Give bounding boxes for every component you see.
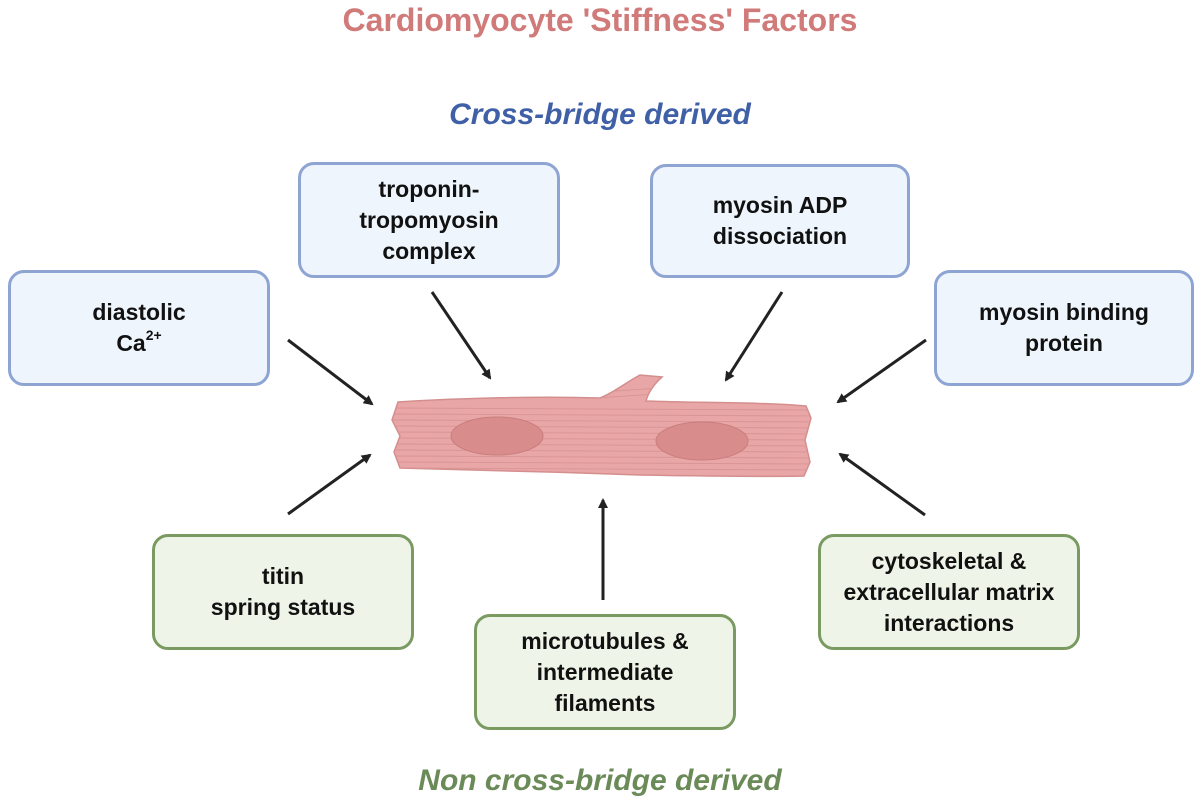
factor-titin-line-2: spring status bbox=[210, 594, 356, 620]
factor-cytoskeletal-line-3: interactions bbox=[883, 609, 1015, 636]
section-label-cross-bridge: Cross-bridge derived bbox=[449, 98, 751, 131]
ca-symbol: Ca bbox=[116, 330, 146, 356]
factor-microtubules-line-3: filaments bbox=[554, 689, 656, 716]
nucleus-right bbox=[655, 421, 749, 461]
cell-body bbox=[391, 374, 812, 478]
factor-troponin-line-2: tropomyosin bbox=[359, 206, 499, 233]
arrow-cytoskeletal bbox=[838, 452, 926, 517]
factor-microtubules-line-1: microtubules & bbox=[521, 627, 689, 654]
nucleus-left bbox=[450, 416, 544, 456]
factor-troponin-line-3: complex bbox=[382, 237, 476, 264]
section-label-non-cross-bridge: Non cross-bridge derived bbox=[418, 764, 782, 797]
factor-myosin-binding-line-1: myosin binding bbox=[979, 299, 1149, 325]
factor-cytoskeletal-line-2: extracellular matrix bbox=[843, 578, 1055, 605]
factor-troponin-line-1: troponin- bbox=[378, 175, 480, 202]
diagram-title: Cardiomyocyte 'Stiffness' Factors bbox=[342, 2, 858, 38]
factor-titin-line-1: titin bbox=[261, 563, 305, 589]
arrow-diastolic-ca bbox=[287, 338, 374, 406]
factor-titin-spring-status: titin spring status bbox=[152, 534, 414, 650]
factor-myosin-adp: myosin ADP dissociation bbox=[650, 164, 910, 278]
ca-charge: 2+ bbox=[145, 327, 162, 344]
factor-microtubules-line-2: intermediate bbox=[536, 658, 674, 685]
factor-microtubules: microtubules & intermediate filaments bbox=[474, 614, 736, 730]
factor-myosin-binding-line-2: protein bbox=[1025, 330, 1103, 356]
cardiomyocyte-cell bbox=[391, 374, 812, 478]
arrow-myosin-adp bbox=[724, 291, 784, 382]
factor-diastolic-ca-line-1: diastolic bbox=[92, 299, 186, 325]
factor-troponin-tropomyosin: troponin- tropomyosin complex bbox=[298, 162, 560, 278]
factor-cytoskeletal-line-1: cytoskeletal & bbox=[871, 547, 1027, 574]
factor-cytoskeletal-ecm: cytoskeletal & extracellular matrix inte… bbox=[818, 534, 1080, 650]
arrow-myosin-binding bbox=[836, 338, 927, 404]
factor-diastolic-ca: diastolic Ca2+ bbox=[8, 270, 270, 386]
factor-myosin-adp-line-1: myosin ADP bbox=[712, 192, 848, 218]
arrow-troponin bbox=[430, 291, 492, 380]
factor-myosin-binding-protein: myosin binding protein bbox=[934, 270, 1194, 386]
factor-diastolic-ca-line-2: Ca2+ bbox=[116, 328, 161, 359]
arrow-titin bbox=[287, 453, 372, 516]
factor-myosin-adp-line-2: dissociation bbox=[712, 223, 848, 249]
